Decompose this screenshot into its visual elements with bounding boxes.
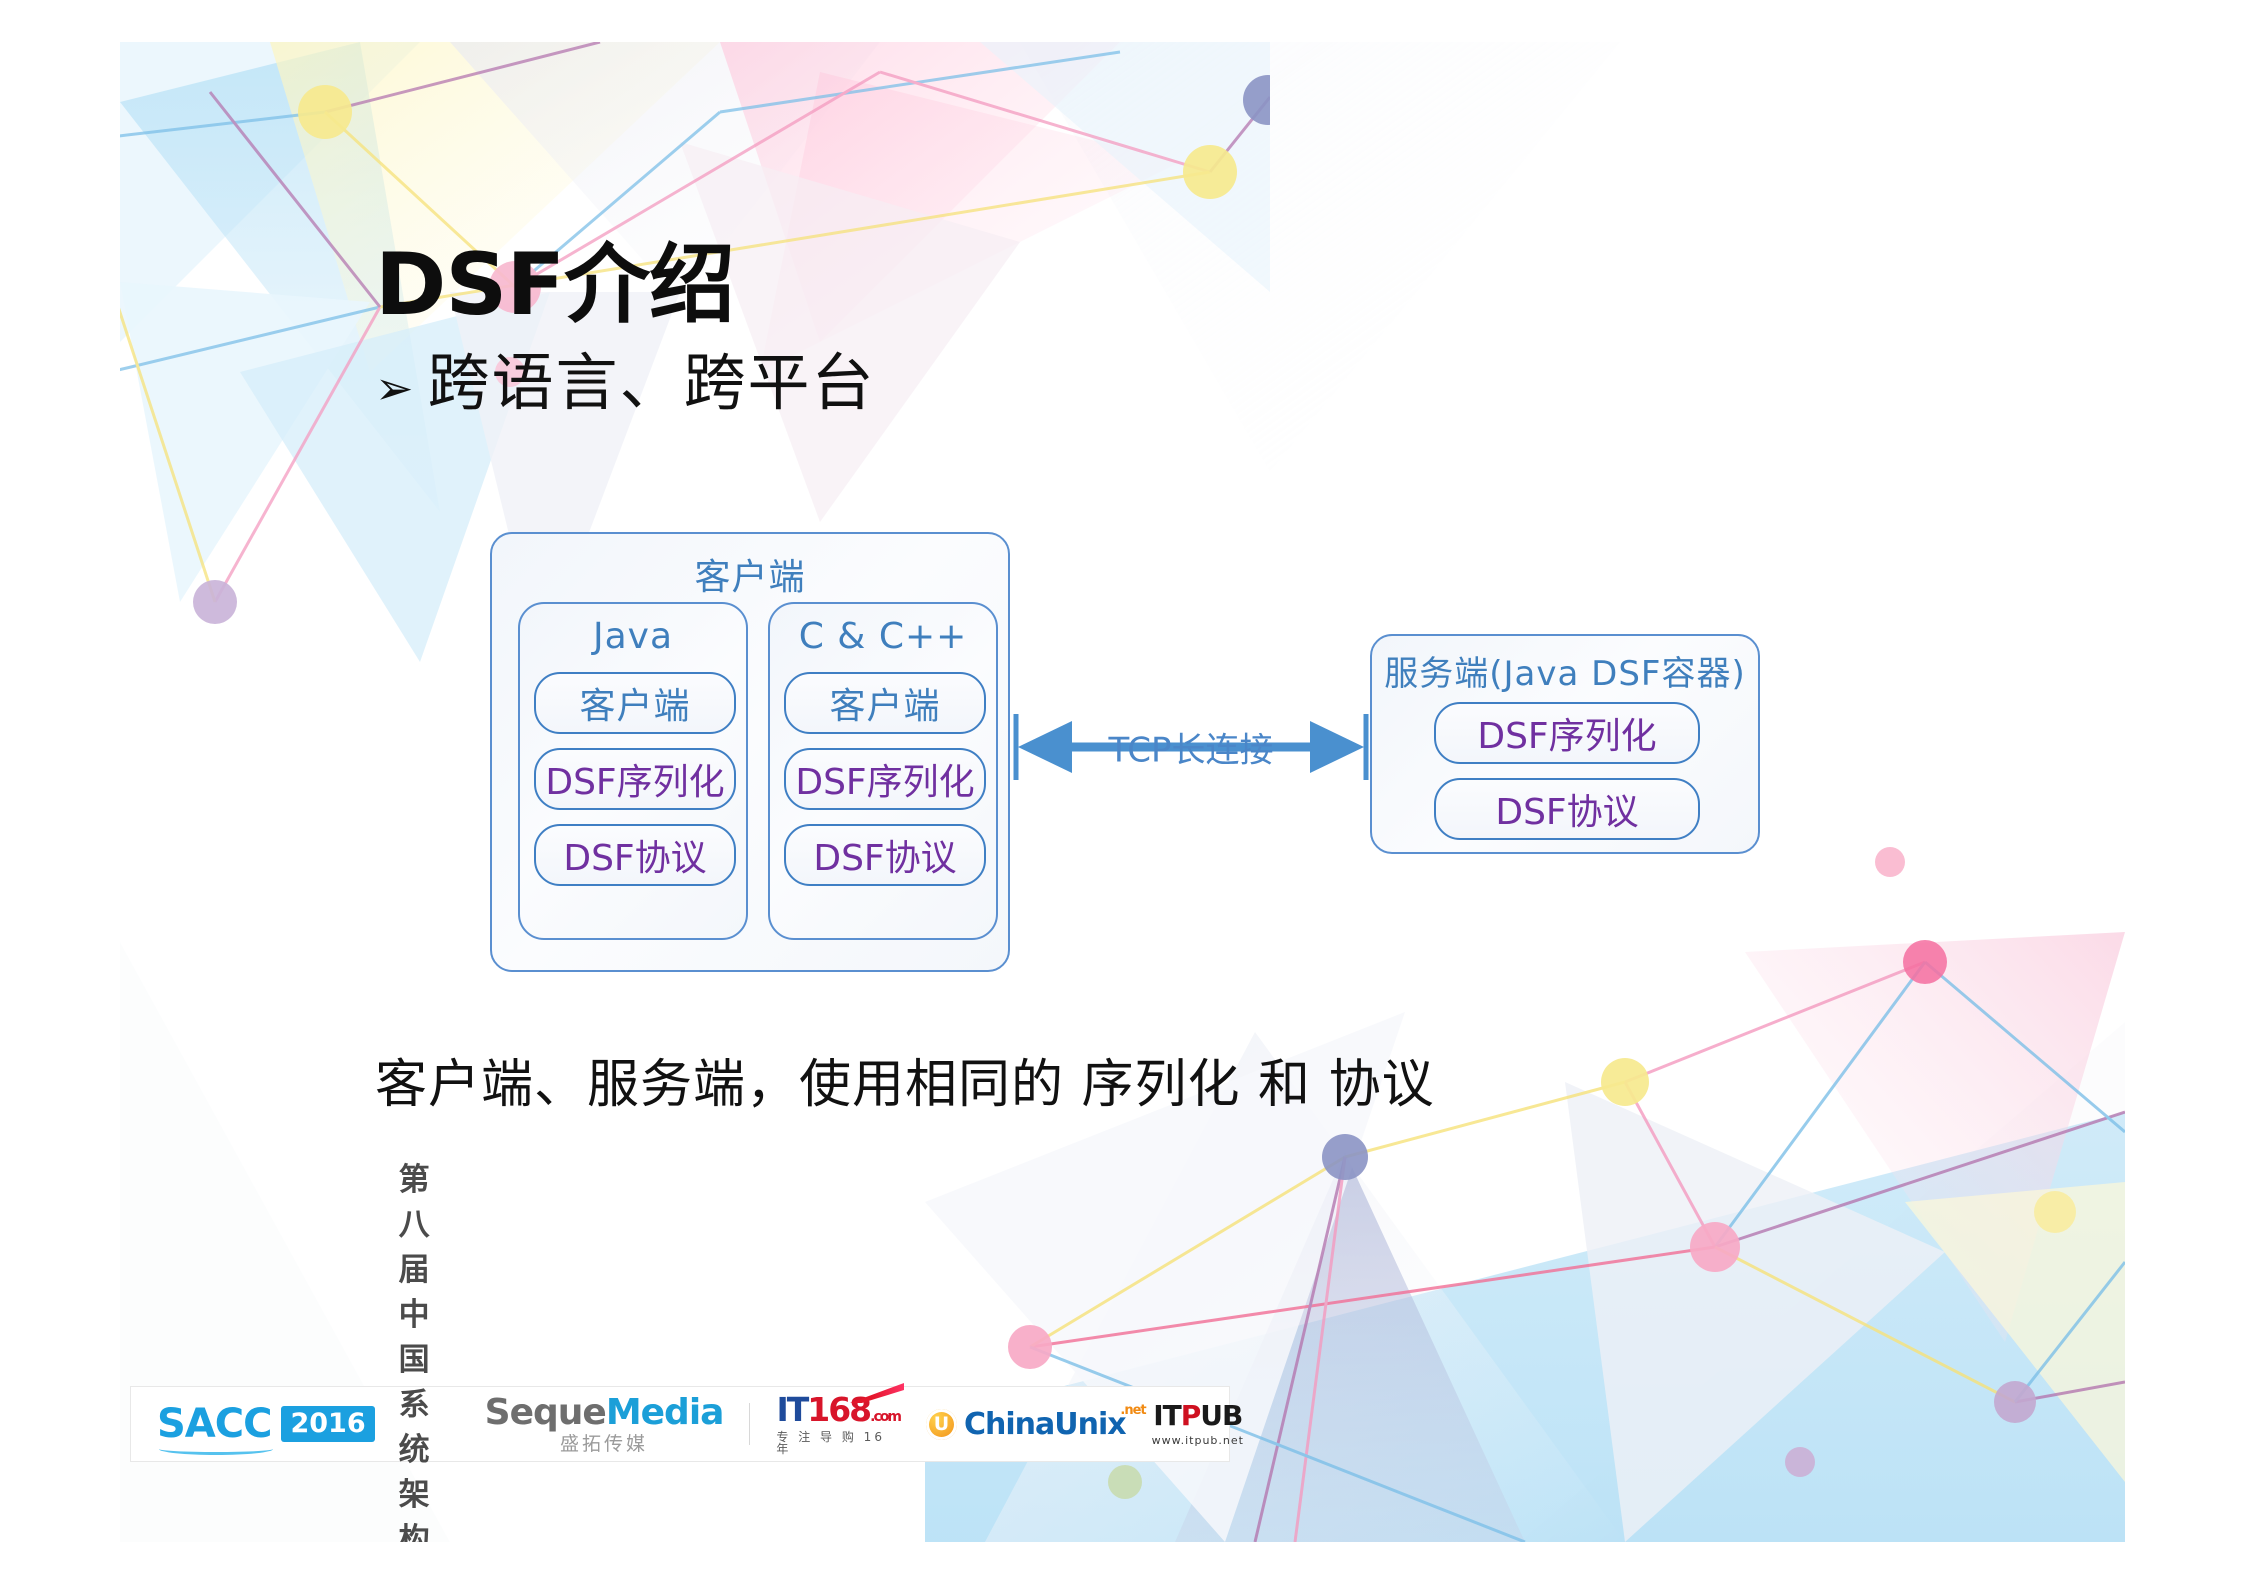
footer-logo-bar: SACC 2016 第八届中国系统架构师大会 SequeMedia 盛拓传媒 I…: [130, 1162, 1243, 1542]
sequemedia-logo: SequeMedia 盛拓传媒: [484, 1391, 725, 1455]
server-pill-protocol: DSF协议: [1434, 778, 1700, 840]
architecture-diagram: 客户端 Java 客户端 DSF序列化 DSF协议 C & C++ 客户: [250, 512, 2050, 1032]
cpp-pill-serialization: DSF序列化: [784, 748, 986, 810]
chinaunix-wordmark: ChinaUnix .net: [963, 1402, 1147, 1442]
page-title: DSF介绍: [375, 235, 735, 335]
it168-subtitle: 专 注 导 购 16 年: [776, 1430, 885, 1456]
tcp-connector-label: TCP长连接: [1108, 730, 1274, 771]
it168-wordmark: IT168.com: [776, 1390, 902, 1429]
double-arrow-icon: [1013, 714, 1369, 780]
logo-divider: [749, 1403, 751, 1445]
subtitle-text: 跨语言、跨平台: [427, 346, 876, 419]
cpp-pill-client: 客户端: [784, 672, 986, 734]
sequemedia-wordmark: SequeMedia: [484, 1391, 725, 1433]
server-container: 服务端(Java DSF容器) DSF序列化 DSF协议: [1370, 634, 1760, 854]
itpub-logo: ITPUB www.itpub.net: [1151, 1399, 1244, 1447]
java-pill-serialization: DSF序列化: [534, 748, 736, 810]
sacc-year-badge: 2016: [281, 1406, 375, 1442]
sacc-logo: SACC 2016 第八届中国系统架构师大会: [157, 1154, 431, 1542]
chinaunix-logo: U ChinaUnix .net: [925, 1402, 1147, 1442]
java-pill-client: 客户端: [534, 672, 736, 734]
client-column-java: Java 客户端 DSF序列化 DSF协议: [518, 602, 748, 940]
chinaunix-tld: .net: [1120, 1402, 1146, 1418]
client-column-cpp-title: C & C++: [798, 616, 968, 657]
java-pill-protocol: DSF协议: [534, 824, 736, 886]
client-column-java-title: Java: [592, 616, 674, 657]
it168-logo: IT168.com 专 注 导 购 16 年: [776, 1383, 904, 1456]
itpub-url: www.itpub.net: [1151, 1434, 1244, 1447]
title-block: DSF介绍 ➢ 跨语言、跨平台: [375, 242, 1675, 415]
itpub-wordmark: ITPUB: [1153, 1399, 1243, 1432]
caption-text: 客户端、服务端，使用相同的 序列化 和 协议: [375, 1055, 1435, 1115]
sacc-brand: SACC: [157, 1404, 274, 1455]
cpp-pill-protocol: DSF协议: [784, 824, 986, 886]
sacc-conference-name: 第八届中国系统架构师大会: [398, 1162, 431, 1542]
client-container-title: 客户端: [694, 557, 806, 598]
sacc-underline-swoosh: [159, 1443, 274, 1455]
tcp-connector: TCP长连接: [1010, 712, 1372, 782]
slide-canvas: DSF介绍 ➢ 跨语言、跨平台 客户端 Java 客户端 DSF序列化 DS: [120, 42, 2125, 1542]
sponsor-logo-group: SequeMedia 盛拓传媒 IT168.com 专 注 导 购 16 年 U…: [484, 1383, 1244, 1456]
client-column-cpp: C & C++ 客户端 DSF序列化 DSF协议: [768, 602, 998, 940]
server-pill-serialization: DSF序列化: [1434, 702, 1700, 764]
chinaunix-badge-icon: U: [925, 1408, 957, 1440]
bullet-arrow-icon: ➢: [375, 361, 414, 415]
sequemedia-subtitle: 盛拓传媒: [560, 1432, 649, 1455]
server-container-title: 服务端(Java DSF容器): [1384, 654, 1746, 694]
subtitle-row: ➢ 跨语言、跨平台: [375, 350, 1675, 415]
